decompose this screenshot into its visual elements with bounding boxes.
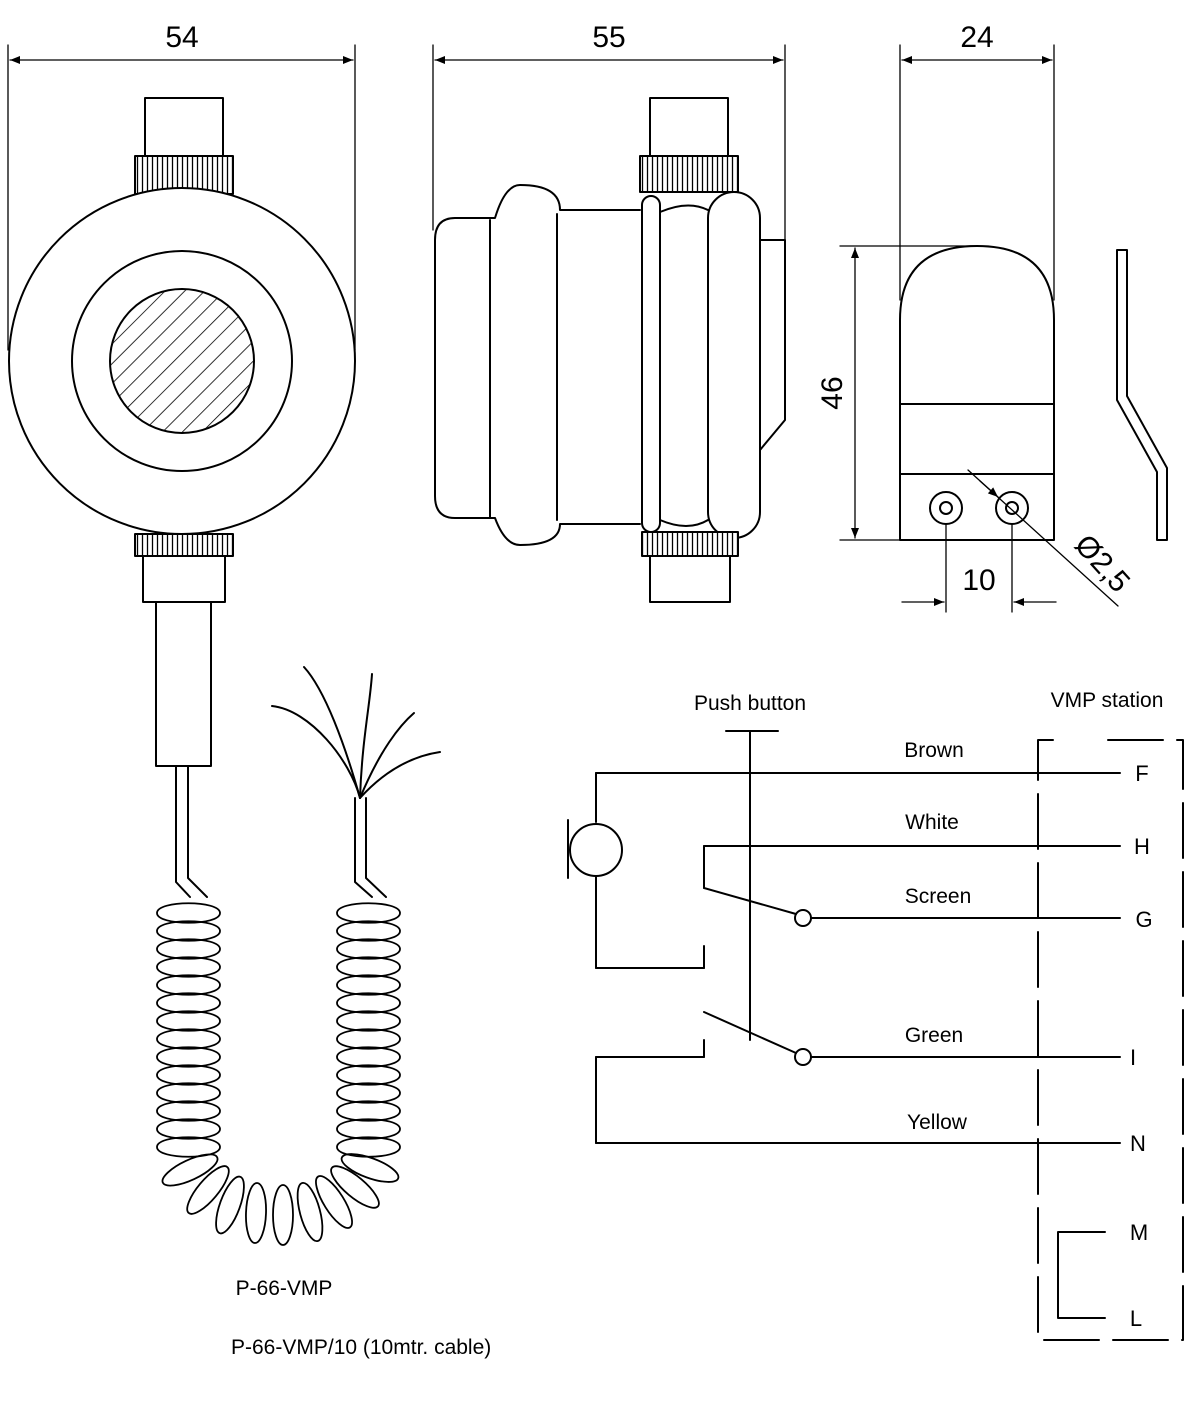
terminal-f: F (1135, 761, 1148, 786)
wiring-diagram (567, 730, 1184, 1341)
terminal-n: N (1130, 1131, 1146, 1156)
terminal-g: G (1135, 907, 1152, 932)
dim-end-width: 24 (960, 21, 993, 54)
dim-front-width: 54 (165, 21, 198, 54)
side-view (432, 44, 786, 603)
model-caption: P-66-VMP (236, 1277, 333, 1300)
dim-end-height: 46 (816, 376, 849, 409)
wire-label-brown: Brown (904, 739, 964, 762)
terminal-l: L (1130, 1306, 1142, 1331)
terminal-h: H (1134, 834, 1150, 859)
dim-side-width: 55 (592, 21, 625, 54)
dim-hole-spacing: 10 (962, 564, 995, 597)
model-variant-caption: P-66-VMP/10 (10mtr. cable) (231, 1336, 491, 1359)
captions: P-66-VMP P-66-VMP/10 (10mtr. cable) (231, 1277, 491, 1359)
dim-hole-diameter: Ø2,5 (1068, 528, 1136, 598)
end-view (839, 44, 1168, 613)
wiring-labels: Push button VMP station Brown White Scre… (694, 689, 1163, 1331)
terminal-m: M (1130, 1220, 1148, 1245)
wire-label-yellow: Yellow (907, 1111, 968, 1134)
station-label: VMP station (1051, 689, 1164, 712)
wire-label-white: White (905, 811, 959, 834)
wire-label-green: Green (905, 1024, 963, 1047)
terminal-i: I (1130, 1045, 1136, 1070)
front-view (7, 44, 441, 1246)
push-button-label: Push button (694, 692, 806, 715)
wire-label-screen: Screen (905, 885, 972, 908)
